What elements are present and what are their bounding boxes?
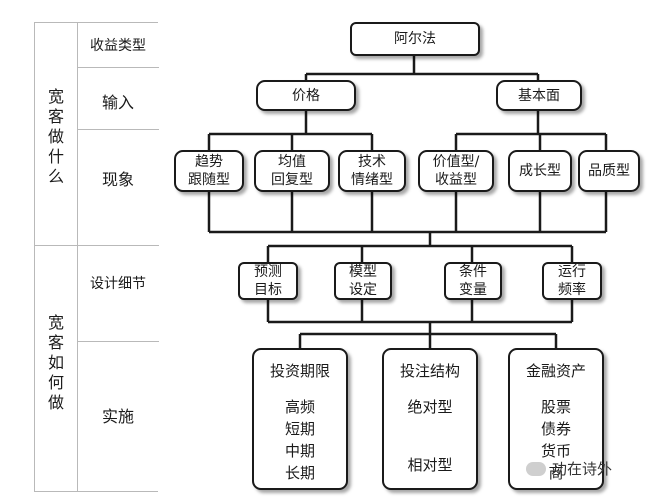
- node-investment-horizon: 投资期限 高频 短期 中期 长期: [252, 348, 348, 490]
- node-value-yield-line2: 收益型: [435, 172, 477, 188]
- row-divider: [77, 129, 159, 130]
- node-model-setting-line1: 模型: [349, 264, 377, 280]
- node-investment-horizon-title: 投资期限: [269, 362, 330, 380]
- asset-item: 货币: [540, 442, 571, 460]
- node-trend-following-line2: 跟随型: [188, 172, 230, 188]
- node-financial-assets-title: 金融资产: [525, 362, 586, 380]
- row-label-input: 输入: [101, 93, 134, 112]
- node-run-frequency-line2: 频率: [558, 282, 586, 298]
- node-fundamentals-label: 基本面: [518, 87, 560, 104]
- section-divider: [35, 245, 159, 246]
- node-technical-sentiment: 技术 情绪型: [338, 150, 406, 192]
- asset-item: 股票: [540, 398, 571, 416]
- node-growth: 成长型: [508, 150, 572, 192]
- row-label-return-type: 收益类型: [90, 38, 146, 54]
- wechat-icon: [526, 461, 546, 476]
- node-trend-following: 趋势 跟随型: [174, 150, 244, 192]
- node-quality-label: 品质型: [588, 163, 630, 179]
- node-run-frequency-line1: 运行: [558, 264, 586, 280]
- watermark-text: 功在诗外: [552, 460, 613, 478]
- row-label-phenomenon: 现象: [101, 170, 134, 189]
- section-label-how: 宽客如何做: [47, 313, 64, 412]
- node-technical-sentiment-line2: 情绪型: [351, 172, 393, 188]
- node-forecast-target-line1: 预测: [254, 264, 282, 280]
- node-price: 价格: [256, 80, 356, 111]
- node-technical-sentiment-line1: 技术: [358, 154, 386, 170]
- node-alpha: 阿尔法: [350, 22, 480, 56]
- node-conditioning-variables: 条件 变量: [444, 262, 502, 300]
- node-quality: 品质型: [578, 150, 640, 192]
- watermark: 功在诗外: [526, 458, 612, 479]
- asset-item: 商: [548, 464, 564, 482]
- node-price-label: 价格: [292, 87, 320, 104]
- node-bet-structure-title: 投注结构: [399, 362, 460, 380]
- bet-structure-item: 相对型: [407, 456, 453, 474]
- node-mean-reversion: 均值 回复型: [254, 150, 330, 192]
- asset-item: 债券: [540, 420, 571, 438]
- node-bet-structure: 投注结构 绝对型 相对型: [382, 348, 478, 490]
- node-conditioning-variables-line2: 变量: [459, 282, 487, 298]
- category-table: 宽客做什么 宽客如何做 收益类型 输入 现象 设计细节 实施: [34, 22, 159, 492]
- row-label-design-details: 设计细节: [90, 276, 146, 292]
- row-divider: [77, 341, 159, 342]
- node-forecast-target-line2: 目标: [254, 282, 282, 298]
- bet-structure-item: 绝对型: [407, 398, 453, 416]
- node-conditioning-variables-line1: 条件: [459, 264, 487, 280]
- horizon-item: 长期: [284, 464, 315, 482]
- node-mean-reversion-line1: 均值: [278, 154, 306, 170]
- node-forecast-target: 预测 目标: [238, 262, 298, 300]
- node-value-yield-line1: 价值型/: [432, 154, 480, 170]
- horizon-item: 高频: [284, 398, 315, 416]
- node-model-setting: 模型 设定: [334, 262, 392, 300]
- node-value-yield: 价值型/ 收益型: [418, 150, 494, 192]
- node-model-setting-line2: 设定: [349, 282, 377, 298]
- node-alpha-label: 阿尔法: [394, 31, 436, 47]
- table-divider: [77, 23, 78, 491]
- node-trend-following-line1: 趋势: [195, 154, 223, 170]
- node-run-frequency: 运行 频率: [542, 262, 602, 300]
- node-growth-label: 成长型: [519, 163, 561, 179]
- section-label-what: 宽客做什么: [47, 87, 64, 186]
- node-fundamentals: 基本面: [496, 80, 582, 111]
- row-divider: [77, 67, 159, 68]
- node-financial-assets: 金融资产 股票 债券 货币 商: [508, 348, 604, 490]
- horizon-item: 中期: [284, 442, 315, 460]
- horizon-item: 短期: [284, 420, 315, 438]
- node-mean-reversion-line2: 回复型: [271, 172, 313, 188]
- row-label-implementation: 实施: [101, 407, 134, 426]
